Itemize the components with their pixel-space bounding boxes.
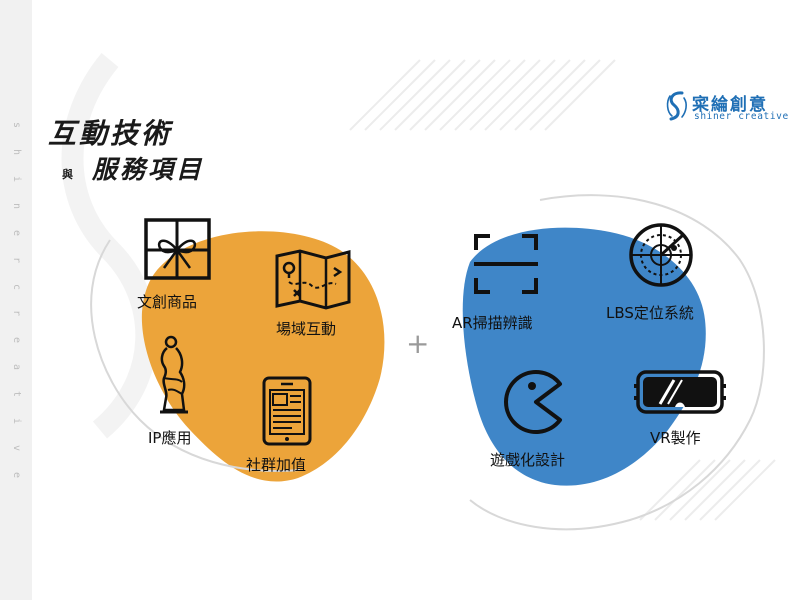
scan-frame-icon bbox=[474, 234, 538, 294]
label-social-value: 社群加值 bbox=[246, 456, 307, 474]
side-letter: e bbox=[11, 471, 22, 478]
logo-name-cn: 寀綸創意 bbox=[692, 95, 768, 115]
side-letter: r bbox=[11, 310, 22, 317]
logo-mark-icon bbox=[666, 91, 687, 121]
side-letter: v bbox=[11, 445, 22, 452]
statue-icon bbox=[160, 335, 188, 414]
side-letter: i bbox=[11, 175, 22, 182]
label-ar-scanning: AR掃描辨識 bbox=[452, 314, 533, 332]
label-vr-production: VR製作 bbox=[650, 429, 701, 447]
plus-separator: + bbox=[406, 327, 430, 360]
title-line-1: 互動技術 bbox=[48, 117, 173, 150]
side-brand-text: s h i n e r c r e a t i v e bbox=[9, 120, 23, 480]
pacman-icon bbox=[504, 370, 562, 434]
logo-name-en: shiner creative bbox=[694, 111, 789, 122]
watermark-shape bbox=[61, 52, 158, 439]
side-letter: t bbox=[11, 391, 22, 398]
label-gamification-design: 遊戲化設計 bbox=[490, 451, 566, 469]
radar-icon bbox=[629, 223, 693, 287]
title-connector: 與 bbox=[62, 168, 73, 181]
side-letter: h bbox=[11, 148, 22, 155]
title-line-2: 服務項目 bbox=[92, 155, 205, 184]
side-letter: n bbox=[11, 202, 22, 209]
side-letter: c bbox=[11, 283, 22, 290]
side-letter: a bbox=[11, 364, 22, 371]
label-cultural-products: 文創商品 bbox=[137, 293, 198, 311]
label-lbs-positioning: LBS定位系統 bbox=[606, 304, 694, 322]
tablet-icon bbox=[262, 376, 312, 446]
hatch-pattern-bottom bbox=[639, 459, 776, 521]
side-letter: s bbox=[11, 121, 22, 129]
map-icon bbox=[275, 249, 351, 310]
side-letter: e bbox=[11, 337, 22, 344]
side-letter: r bbox=[11, 256, 22, 263]
outline-curve-left bbox=[90, 239, 301, 472]
label-ip-application: IP應用 bbox=[148, 429, 192, 447]
side-letter: i bbox=[11, 418, 22, 425]
hatch-pattern bbox=[349, 59, 616, 131]
label-venue-interaction: 場域互動 bbox=[276, 320, 337, 338]
side-letter: e bbox=[11, 229, 22, 236]
orange-blob bbox=[141, 231, 385, 482]
gift-box-icon bbox=[144, 218, 211, 280]
vr-headset-icon bbox=[634, 370, 726, 414]
side-strip bbox=[0, 0, 32, 600]
outline-curve-right bbox=[469, 194, 765, 531]
brand-logo: 寀綸創意 shiner creative bbox=[664, 90, 789, 124]
